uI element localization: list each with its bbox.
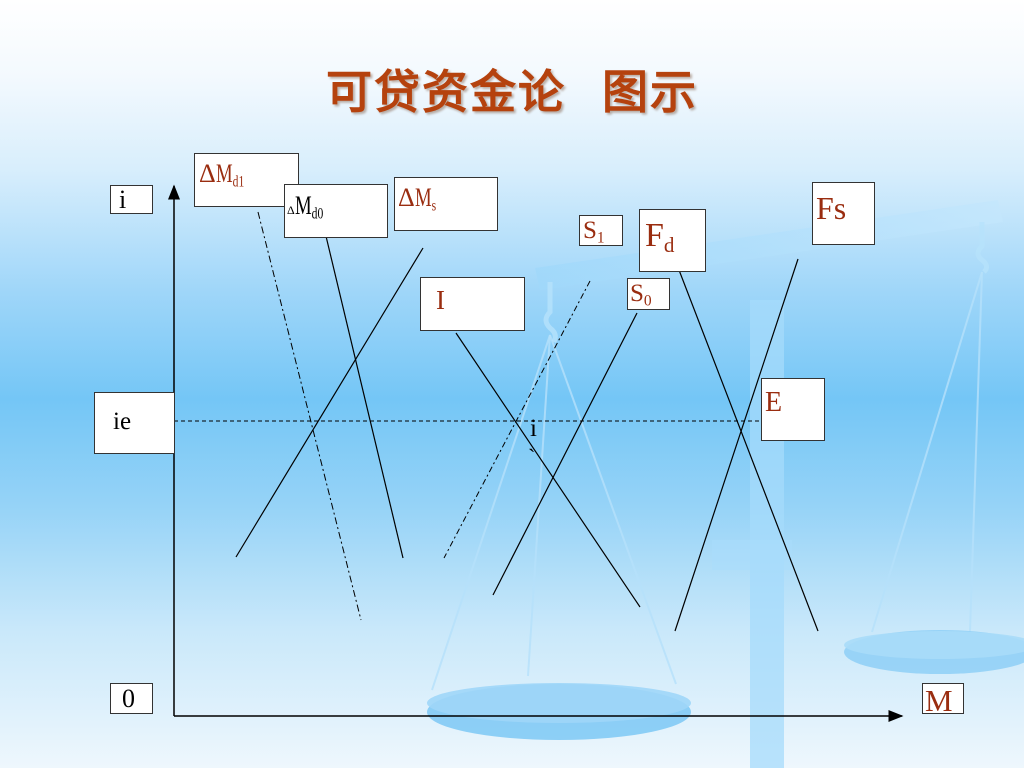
delta-md0-curve bbox=[324, 231, 404, 559]
fs-label: Fs bbox=[812, 182, 875, 245]
delta-md1-label: ΔMd1 bbox=[194, 153, 299, 207]
e-label: E bbox=[761, 378, 825, 441]
intersection-label: i bbox=[530, 415, 537, 442]
scale-foot bbox=[712, 540, 792, 570]
delta-md0-label: ΔMd0 bbox=[284, 184, 388, 238]
left-pan-rim bbox=[427, 683, 691, 723]
fd-curve bbox=[678, 269, 819, 632]
fs-curve bbox=[674, 258, 799, 632]
right-string-a bbox=[871, 271, 983, 633]
delta-ms-label: ΔMs bbox=[394, 177, 498, 231]
i-curve bbox=[455, 332, 641, 608]
right-pan-rim bbox=[844, 631, 1024, 659]
i-curve-label: I bbox=[420, 277, 525, 331]
delta-ms-curve bbox=[235, 247, 424, 558]
right-string-b bbox=[969, 271, 983, 633]
s0-curve bbox=[492, 312, 638, 596]
s0-label: S0 bbox=[627, 278, 670, 310]
intersection-mark: ` bbox=[528, 444, 536, 469]
s1-curve bbox=[443, 280, 591, 559]
right-hook bbox=[975, 222, 990, 274]
delta-md1-curve bbox=[257, 211, 362, 621]
slide-title: 可贷资金论 图示 bbox=[325, 65, 699, 119]
y-axis-label: i bbox=[110, 185, 153, 214]
left-string-c bbox=[549, 334, 677, 685]
s1-label: S1 bbox=[579, 215, 623, 246]
origin-label: 0 bbox=[110, 683, 153, 714]
left-hook bbox=[543, 282, 558, 344]
equilibrium-rate-label: ie bbox=[94, 392, 175, 454]
fd-label: Fd bbox=[639, 209, 706, 272]
x-axis-label: M bbox=[922, 683, 964, 716]
